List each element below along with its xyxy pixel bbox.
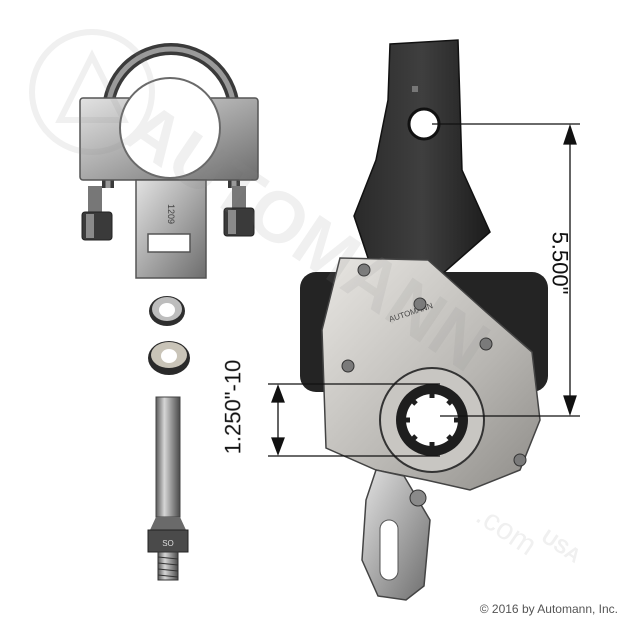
flat-washer	[149, 296, 185, 326]
slack-adjuster-body: AUTOMANN	[321, 257, 541, 601]
dimension-short	[268, 383, 440, 457]
copyright-notice: © 2016 by Automann, Inc.	[479, 602, 618, 616]
dimension-short-label: 1.250"-10	[220, 359, 246, 455]
clamp-stamp: 1209	[166, 204, 176, 224]
dimension-long-label: 5.500"	[547, 231, 573, 295]
clamp-nut-right	[223, 186, 255, 237]
watermark-domain: .com	[470, 498, 542, 562]
clevis-pin: SO	[147, 396, 189, 581]
watermark-suffix: USA	[537, 526, 584, 568]
lock-washer	[148, 341, 190, 375]
dimension-long	[432, 123, 580, 417]
clamp-nut-left	[81, 186, 113, 241]
u-bolt-clamp: 1209	[79, 43, 259, 279]
hex-stamp: SO	[162, 539, 174, 548]
